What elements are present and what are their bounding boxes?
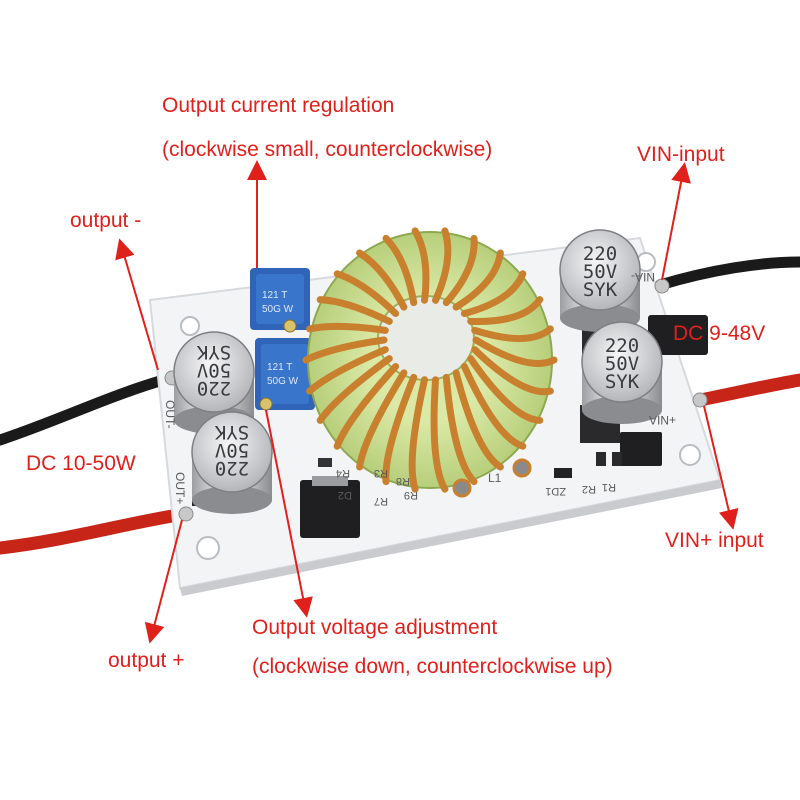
capacitor-marking: 220 — [215, 457, 249, 479]
silk-in-minus: NIA- — [631, 270, 655, 284]
arrow-output-plus — [144, 519, 183, 644]
arrow-vin-plus — [703, 405, 739, 530]
capacitor-marking: 50V — [605, 353, 639, 375]
capacitor-marking: 220 — [197, 377, 231, 399]
capacitor-marking: SYK — [605, 371, 640, 393]
label-current-regulation-title: Output current regulation — [162, 94, 395, 117]
capacitor-marking: 220 — [583, 243, 617, 265]
arrow-voltage-adjust — [265, 409, 313, 618]
label-vin-minus: VIN-input — [637, 143, 725, 166]
capacitor-marking: 50V — [583, 261, 617, 283]
mosfet — [300, 480, 360, 538]
red-wire-vin-plus — [693, 373, 800, 407]
label-dc-in-range: DC 9-48V — [673, 322, 766, 345]
capacitor-marking: 50V — [215, 439, 249, 461]
silk-ref-r2: R2 — [582, 483, 596, 495]
label-current-regulation-note: (clockwise small, counterclockwise) — [162, 138, 493, 161]
svg-text:50G W: 50G W — [262, 304, 294, 315]
arrow-vin-minus — [661, 162, 691, 281]
svg-text:121 T: 121 T — [267, 362, 292, 373]
label-output-plus: output + — [108, 649, 185, 672]
voltage-potentiometer: 121 T 50G W — [255, 338, 315, 411]
current-potentiometer: 121 T 50G W — [250, 268, 310, 333]
black-wire-output-minus — [0, 372, 176, 446]
capacitor-marking: SYK — [196, 341, 231, 363]
silk-ref-r4: R4 — [336, 467, 350, 479]
silk-ref-r8: R8 — [396, 475, 410, 487]
silk-ref-r7: R7 — [374, 495, 388, 507]
silk-out-plus: OUT+ — [173, 472, 187, 504]
silk-ref-zd1: ZD1 — [545, 485, 566, 497]
toroid-inductor — [302, 227, 558, 498]
silk-ref-r9: R9 — [404, 489, 418, 501]
label-voltage-adjust-title: Output voltage adjustment — [252, 616, 498, 639]
svg-text:50G W: 50G W — [267, 376, 299, 387]
capacitor-marking: 50V — [197, 359, 231, 381]
arrow-output-minus — [115, 238, 159, 371]
label-output-minus: output - — [70, 209, 142, 232]
capacitor-marking: SYK — [214, 421, 249, 443]
capacitor-marking: SYK — [583, 279, 618, 301]
silk-out-minus: OUT- — [163, 400, 177, 429]
black-wire-vin-minus — [654, 256, 800, 291]
silk-ref-d2: D2 — [338, 489, 352, 501]
silk-l1: L1 — [488, 471, 502, 485]
label-voltage-adjust-note: (clockwise down, counterclockwise up) — [252, 655, 613, 678]
silk-in-plus: +NIA — [649, 413, 676, 427]
label-vin-plus: VIN+ input — [665, 529, 764, 552]
schottky-diode — [648, 315, 708, 355]
silk-ref-r3: R3 — [374, 467, 388, 479]
label-dc-out-range: DC 10-50W — [26, 452, 136, 475]
silk-ref-r1: R1 — [602, 481, 616, 493]
capacitor-marking: 220 — [605, 335, 639, 357]
svg-text:121 T: 121 T — [262, 290, 287, 301]
red-wire-output-plus — [0, 507, 192, 555]
